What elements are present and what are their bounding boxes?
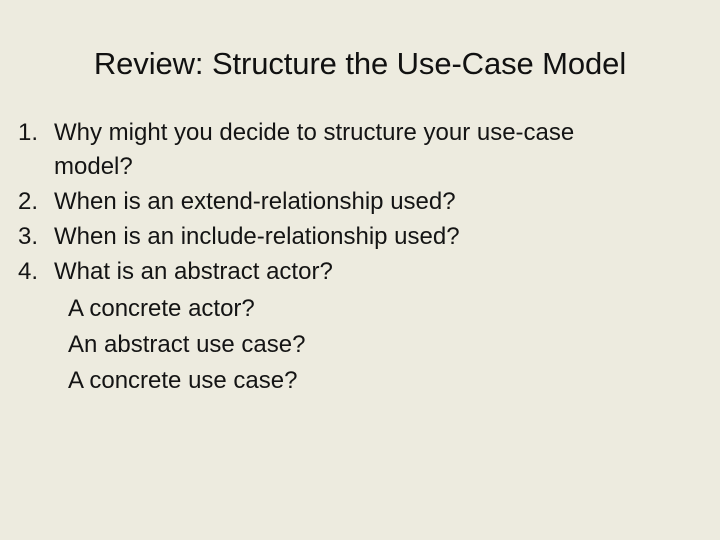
list-item: 3. When is an include-relationship used?: [18, 220, 698, 254]
list-item-number: 1.: [18, 119, 39, 146]
list-item: 4. What is an abstract actor?: [18, 255, 698, 289]
list-item: 1. Why might you decide to structure you…: [18, 116, 698, 183]
sub-questions-list: A concrete actor? An abstract use case? …: [18, 291, 698, 399]
list-item-number: 2.: [18, 187, 39, 215]
page-title: Review: Structure the Use-Case Model: [93, 46, 627, 81]
list-item-text: When is an extend-relationship used?: [54, 187, 456, 215]
sub-list-item: A concrete use case?: [68, 367, 298, 394]
review-questions-list: 1. Why might you decide to structure you…: [18, 116, 698, 399]
list-item-text: When is an include-relationship used?: [54, 222, 460, 250]
list-item-number: 3.: [18, 222, 39, 250]
list-item-text: What is an abstract actor?: [54, 257, 333, 285]
list-item-number: 4.: [18, 257, 39, 285]
sub-list-item: A concrete actor?: [68, 295, 255, 322]
list-item-text: Why might you decide to structure your u…: [54, 119, 575, 180]
list-item: 2. When is an extend-relationship used?: [18, 185, 698, 219]
sub-list-item: An abstract use case?: [68, 331, 306, 358]
